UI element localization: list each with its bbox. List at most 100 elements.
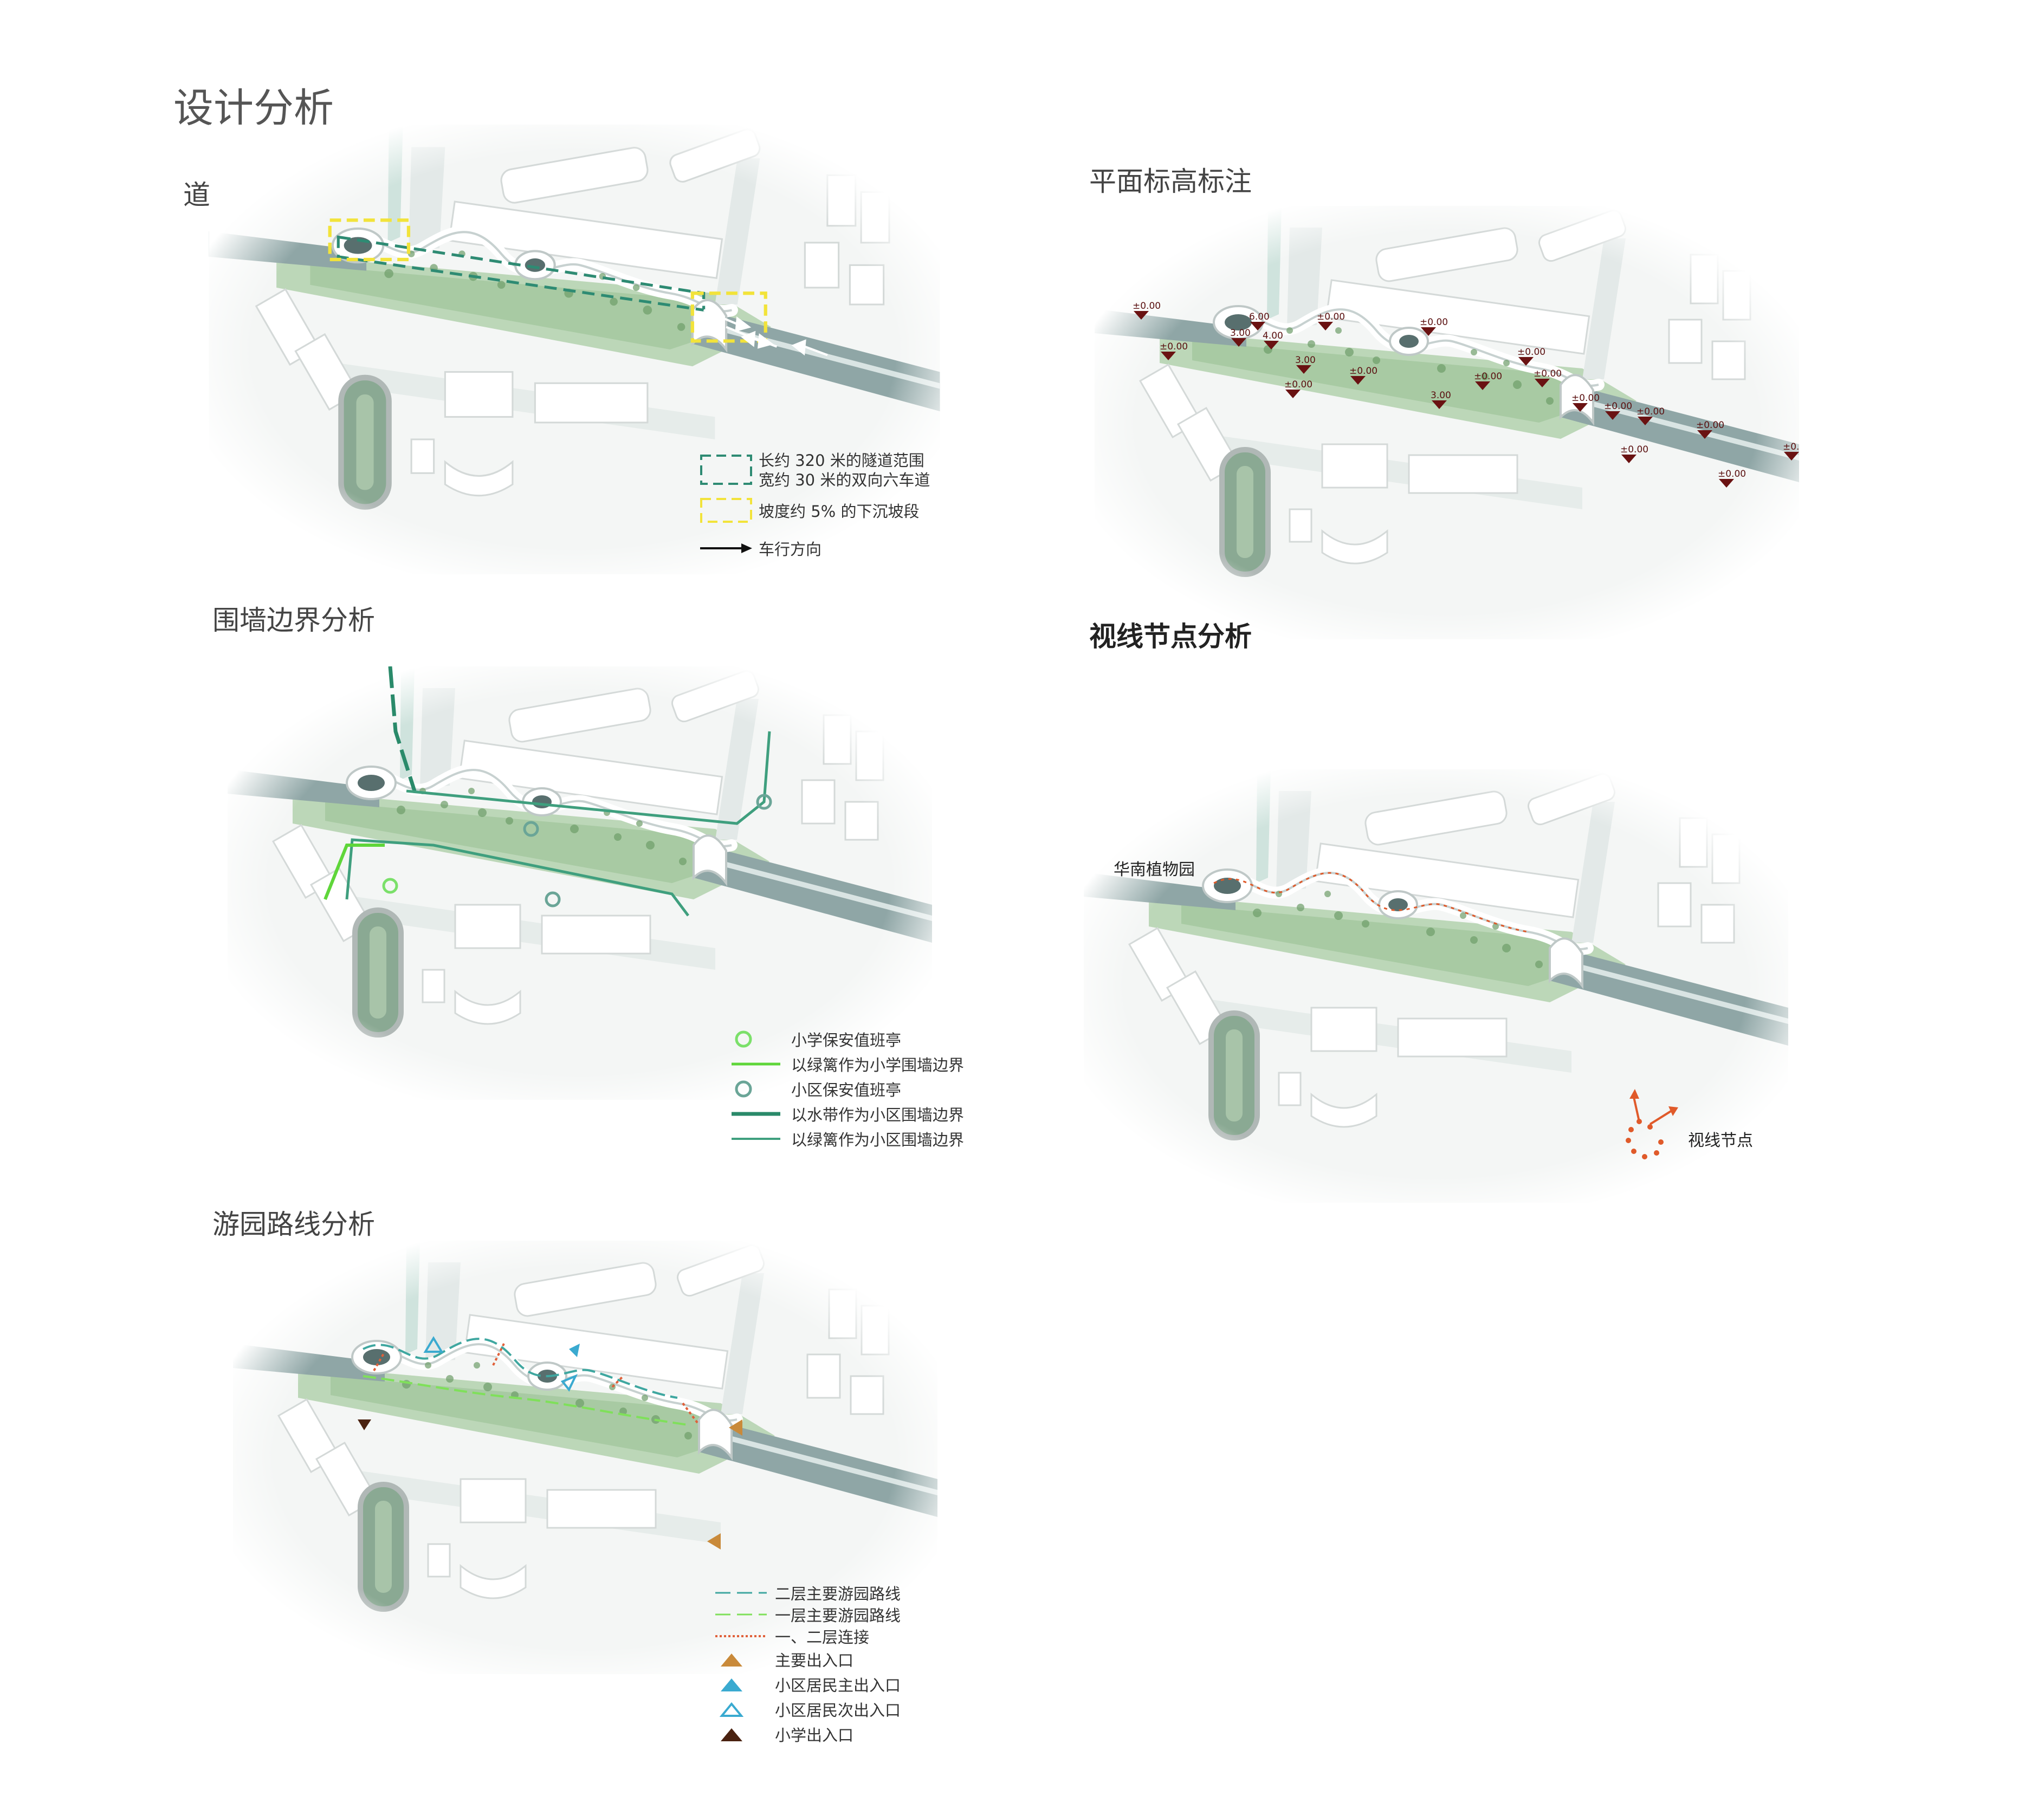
legend-item-connect: 一、二层连接	[715, 1625, 901, 1647]
elevation-marker: 6.00	[1249, 312, 1270, 330]
elevation-marker: 3.00	[1431, 390, 1451, 409]
elevation-triangle-icon	[1250, 322, 1265, 330]
elevation-marker: 3.00	[1230, 328, 1251, 347]
triangle-icon	[721, 1654, 742, 1667]
elevation-triangle-icon	[1318, 322, 1333, 330]
elevation-label: 3.00	[1431, 390, 1451, 401]
route-connect	[373, 1343, 700, 1426]
elevation-triangle-icon	[1421, 327, 1436, 336]
elevation-marker: ±0.00	[1420, 317, 1448, 336]
elevation-marker: ±0.00	[1517, 347, 1545, 366]
legend-item-school-hedge: 以绿篱作为小学围墙边界	[732, 1052, 964, 1077]
elevation-triangle-icon	[1161, 352, 1176, 360]
sight-node-label: 视线节点	[1688, 1131, 1753, 1150]
entry-resident-main-1	[569, 1344, 580, 1357]
sight-node-icon	[1626, 1089, 1678, 1159]
dash-icon	[715, 1613, 767, 1616]
traffic-legend: 长约 320 米的隧道范围 宽约 30 米的双向六车道 坡度约 5% 的下沉坡段…	[699, 451, 930, 570]
dotted-icon	[715, 1635, 767, 1637]
elevation-label: 4.00	[1263, 330, 1283, 341]
elevation-triangle-icon	[1535, 379, 1550, 387]
slope-dash-symbol	[700, 498, 752, 523]
elevation-label: ±0.00	[1160, 341, 1188, 352]
legend-item-main-entry: 主要出入口	[715, 1647, 901, 1672]
triangle-icon	[721, 1728, 742, 1741]
main-entry-label: 主要出入口	[775, 1651, 854, 1670]
elevation-triangle-icon	[1638, 417, 1653, 425]
elevation-label: ±0.00	[1620, 444, 1648, 455]
elevation-triangle-icon	[1475, 381, 1490, 390]
boundary-map	[228, 666, 932, 1100]
school-guard-circle	[382, 878, 398, 894]
boundary-legend: 小学保安值班亭 以绿篱作为小学围墙边界 小区保安值班亭 以水带作为小区围墙边界 …	[732, 1027, 964, 1151]
place-label: 华南植物园	[1114, 860, 1195, 879]
boundary-panel-title: 围墙边界分析	[212, 605, 375, 636]
elevation-label: ±0.00	[1696, 420, 1724, 431]
route-level2	[363, 1338, 678, 1399]
elevation-triangle-icon	[1605, 411, 1620, 420]
elevation-label: ±0.00	[1783, 442, 1799, 452]
level1-label: 一层主要游园路线	[775, 1606, 901, 1625]
elevation-label: 3.00	[1230, 328, 1251, 339]
legend-item-resident-main: 小区居民主出入口	[715, 1672, 901, 1697]
sightline-map	[1084, 769, 1788, 1203]
elevation-marker: ±0.00	[1718, 469, 1746, 488]
legend-item-school-entry: 小学出入口	[715, 1722, 901, 1747]
elevation-triangle-icon	[1285, 390, 1301, 398]
elevation-triangle-icon	[1518, 357, 1534, 366]
elevation-triangle-icon	[1719, 479, 1734, 488]
community-guard-label: 小区保安值班亭	[791, 1081, 902, 1099]
elevation-triangle-icon	[1697, 430, 1712, 439]
school-guard-label: 小学保安值班亭	[791, 1031, 902, 1049]
legend-item-tunnel: 长约 320 米的隧道范围 宽约 30 米的双向六车道	[699, 451, 930, 494]
elevation-label: ±0.00	[1517, 347, 1545, 358]
community-hedge-label: 以绿篱作为小区围墙边界	[791, 1131, 965, 1149]
legend-item-community-guard: 小区保安值班亭	[732, 1077, 964, 1101]
elevation-label: ±0.00	[1534, 368, 1562, 379]
route-level1	[363, 1375, 689, 1426]
elevation-triangle-icon	[1432, 400, 1447, 409]
community-hedge-south	[345, 838, 689, 917]
resident-sub-label: 小区居民次出入口	[775, 1701, 901, 1720]
elevation-triangle-icon	[1264, 341, 1279, 349]
route-map	[233, 1241, 937, 1674]
elevation-label: ±0.00	[1317, 312, 1345, 322]
elevation-marker: ±0.00	[1133, 301, 1161, 320]
circle-icon	[735, 1080, 752, 1098]
elevation-label: ±0.00	[1718, 469, 1746, 479]
community-guard-2	[523, 821, 539, 837]
legend-item-resident-sub: 小区居民次出入口	[715, 1697, 901, 1722]
tunnel-label-1: 长约 320 米的隧道范围	[759, 451, 924, 470]
community-water-label: 以水带作为小区围墙边界	[791, 1106, 965, 1124]
route-panel-title: 游园路线分析	[212, 1209, 375, 1240]
tunnel-label-2: 宽约 30 米的双向六车道	[759, 471, 930, 489]
school-hedge	[324, 844, 385, 900]
line-icon	[732, 1062, 780, 1066]
elevation-label: ±0.00	[1571, 393, 1600, 404]
elevation-marker: 4.00	[1263, 330, 1283, 349]
elevation-panel-title: 平面标高标注	[1089, 166, 1252, 197]
elevation-map: ±0.00 3.00 6.00 4.00 ±0.00 ±0.00 3.00 ±0.00 ±0.0…	[1095, 206, 1799, 639]
arrow-icon	[700, 543, 752, 553]
legend-item-level2: 二层主要游园路线	[715, 1582, 901, 1604]
legend-item-community-hedge: 以绿篱作为小区围墙边界	[732, 1126, 964, 1151]
traffic-map	[209, 125, 940, 574]
slope-box-east	[690, 291, 767, 343]
elevation-triangle-icon	[1296, 365, 1311, 374]
sightline-panel-title: 视线节点分析	[1089, 621, 1252, 652]
elevation-label: ±0.00	[1637, 406, 1665, 417]
sightline-path	[1213, 872, 1529, 933]
elevation-marker: ±0.00	[1160, 341, 1188, 360]
line-icon	[732, 1138, 780, 1140]
entry-main-2	[707, 1533, 721, 1549]
elevation-triangle-icon	[1350, 376, 1366, 385]
elevation-label: ±0.00	[1133, 301, 1161, 312]
community-hedge-north	[406, 731, 771, 825]
elevation-triangle-icon	[1134, 311, 1149, 320]
legend-item-school-guard: 小学保安值班亭	[732, 1027, 964, 1052]
elevation-marker: ±0.00	[1696, 420, 1724, 439]
elevation-triangle-icon	[1573, 403, 1588, 412]
route-legend: 二层主要游园路线 一层主要游园路线 一、二层连接 主要出入口 小区居民主出入口 …	[715, 1582, 901, 1747]
elevation-label: 6.00	[1249, 312, 1270, 322]
legend-item-slope: 坡度约 5% 的下沉坡段	[699, 494, 930, 527]
